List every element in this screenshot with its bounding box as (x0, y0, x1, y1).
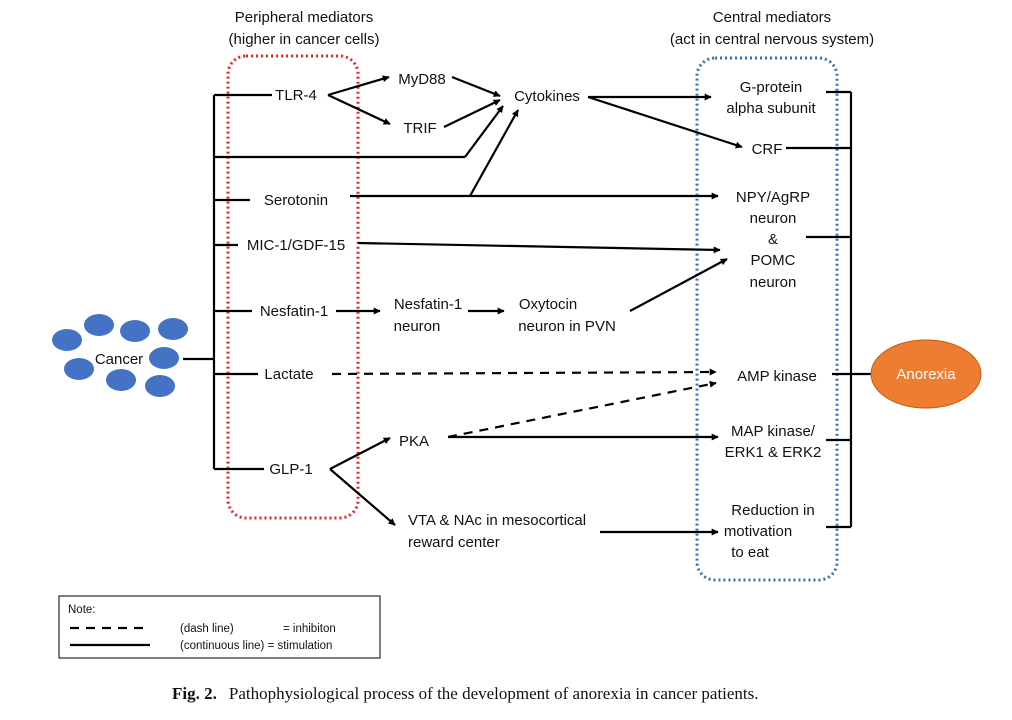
ampk-label: AMP kinase (737, 368, 817, 385)
npy-agrp-line2: neuron (750, 210, 797, 227)
cancer-cell (52, 329, 82, 351)
caption-text: Pathophysiological process of the develo… (229, 684, 759, 703)
gprotein-line2: alpha subunit (726, 100, 816, 117)
peripheral-header-line2: (higher in cancer cells) (229, 31, 380, 48)
cytokines-label: Cytokines (514, 88, 580, 105)
caption-label: Fig. 2. (172, 684, 217, 703)
nesfatin-neuron-line1: Nesfatin-1 (394, 296, 462, 313)
cancer-cell (158, 318, 188, 340)
tlr4-label: TLR-4 (275, 87, 317, 104)
legend-solid-desc: (continuous line) = stimulation (180, 640, 332, 652)
mic1-gdf15-label: MIC-1/GDF-15 (247, 237, 345, 254)
cancer-bracket (183, 93, 465, 471)
peripheral-mediators-box (226, 54, 360, 520)
cancer-label: Cancer (95, 351, 143, 368)
legend-title: Note: (68, 604, 96, 616)
lactate-label: Lactate (264, 366, 313, 383)
cancer-cell (149, 347, 179, 369)
peripheral-header-line1: Peripheral mediators (235, 9, 373, 26)
pka-label: PKA (399, 433, 429, 450)
central-header-line2: (act in central nervous system) (670, 31, 874, 48)
myd88-label: MyD88 (398, 71, 446, 88)
motivation-line2: motivation (724, 523, 792, 540)
serotonin-label: Serotonin (264, 192, 328, 209)
anorexia-node (870, 339, 982, 409)
nesfatin1-label: Nesfatin-1 (260, 303, 328, 320)
legend-dash-desc: (dash line) (180, 623, 234, 635)
cancer-cells (52, 314, 188, 397)
nesfatin-neuron-line2: neuron (394, 318, 441, 335)
oxytocin-neuron-line2: neuron in PVN (518, 318, 616, 335)
cancer-cell (84, 314, 114, 336)
cancer-cell (64, 358, 94, 380)
npy-agrp-line5: neuron (750, 274, 797, 291)
legend: Note: (dash line) = inhibiton (continuou… (58, 595, 381, 659)
cancer-cell (106, 369, 136, 391)
npy-agrp-line3: & (768, 231, 778, 248)
gprotein-line1: G-protein (740, 79, 803, 96)
mapk-line1: MAP kinase/ (731, 423, 816, 440)
crf-label: CRF (752, 141, 783, 158)
mapk-line2: ERK1 & ERK2 (725, 444, 822, 461)
legend-box (58, 595, 381, 659)
connections (327, 75, 743, 536)
central-mediators-box (695, 56, 839, 582)
cancer-cell (120, 320, 150, 342)
central-header-line1: Central mediators (713, 9, 831, 26)
oxytocin-neuron-line1: Oxytocin (519, 296, 577, 313)
motivation-line1: Reduction in (731, 502, 814, 519)
legend-dash-meaning: = inhibiton (283, 623, 336, 635)
anorexia-label: Anorexia (896, 366, 956, 383)
figure-caption: Fig. 2. Pathophysiological process of th… (172, 684, 759, 703)
anorexia-bracket (786, 90, 872, 529)
trif-label: TRIF (403, 120, 436, 137)
cancer-cell (145, 375, 175, 397)
motivation-line3: to eat (731, 544, 769, 561)
npy-agrp-line4: POMC (751, 252, 796, 269)
glp1-label: GLP-1 (269, 461, 312, 478)
npy-agrp-line1: NPY/AgRP (736, 189, 810, 206)
vta-nac-line1: VTA & NAc in mesocortical (408, 512, 586, 529)
vta-nac-line2: reward center (408, 534, 500, 551)
